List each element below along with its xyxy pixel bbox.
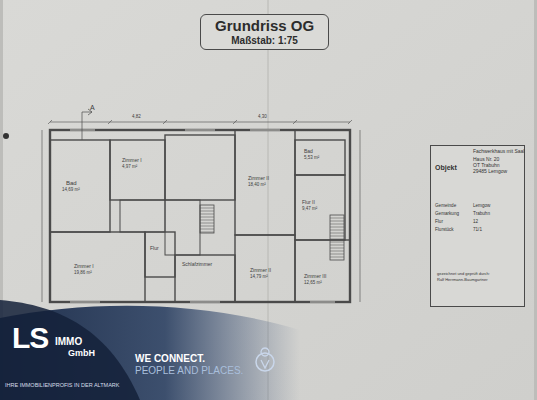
room-name: Zimmer II — [248, 176, 269, 181]
table-cell: Flurstück — [435, 228, 454, 233]
room-area: 9,47 m² — [302, 207, 317, 212]
slogan: PEOPLE AND PLACES. — [135, 366, 243, 376]
table-cell: Haus Nr. 20 — [473, 157, 499, 162]
dimension: 4,82 — [132, 115, 141, 120]
section-marker: A — [90, 104, 95, 111]
room-area: 19,86 m² — [74, 271, 92, 276]
table-cell: 29485 Lemgow — [473, 169, 507, 174]
logo-mark: LS — [12, 323, 48, 353]
table-cell: Ralf Herrmann-Baumgartner — [437, 278, 487, 282]
table-cell: Flur — [435, 220, 443, 225]
room-name: Flur II — [302, 200, 315, 205]
room-name: Bad — [304, 149, 313, 154]
table-cell: Objekt — [435, 164, 457, 171]
table-cell: OT Trabuhn — [473, 163, 500, 168]
punch-hole — [3, 133, 9, 139]
table-cell: 12 — [473, 220, 478, 225]
table-cell: Gemeinde — [435, 204, 456, 209]
title-block-table: Objekt Fachwerkhaus mit SaalHaus Nr. 20OT… — [430, 145, 525, 307]
tagline: IHRE IMMOBILIENPROFIS IN DER ALTMARK — [5, 383, 120, 389]
room-area: 4,97 m² — [122, 165, 137, 170]
room-name: Flur — [150, 246, 159, 251]
table-cell: Trabuhn — [473, 212, 490, 217]
location-pin — [256, 348, 274, 371]
room-name: Zimmer III — [304, 274, 327, 279]
room-name: Bad — [66, 180, 77, 186]
table-cell: Fachwerkhaus mit Saal — [473, 150, 524, 155]
table-cell: gezeichnet und geprüft durch: — [437, 272, 490, 276]
table-cell: Lemgow — [473, 204, 490, 209]
room-area: 12,65 m² — [304, 281, 322, 286]
room-name: Schlafzimmer — [182, 262, 212, 267]
room-name: Zimmer I — [74, 264, 94, 269]
slogan: WE CONNECT. — [135, 354, 205, 364]
room-name: Zimmer I — [122, 158, 142, 163]
title-text: Grundriss OG — [215, 17, 314, 35]
room-area: 14,79 m² — [250, 275, 268, 280]
room-area: 14,69 m² — [62, 188, 80, 193]
room-area: 5,53 m² — [304, 156, 319, 161]
logo-text: GmbH — [68, 349, 95, 358]
title-box: Grundriss OGMaßstab: 1:75 — [200, 14, 329, 50]
logo-shape — [0, 300, 140, 400]
dimension: 4,30 — [258, 115, 267, 120]
room-name: Zimmer II — [250, 268, 271, 273]
table-cell: Gemarkung — [435, 212, 459, 217]
table-cell: 71/1 — [473, 228, 482, 233]
logo-text: IMMO — [55, 337, 82, 347]
walls — [42, 109, 524, 302]
room-area: 18,40 m² — [248, 183, 266, 188]
title-text: Maßstab: 1:75 — [215, 35, 314, 47]
